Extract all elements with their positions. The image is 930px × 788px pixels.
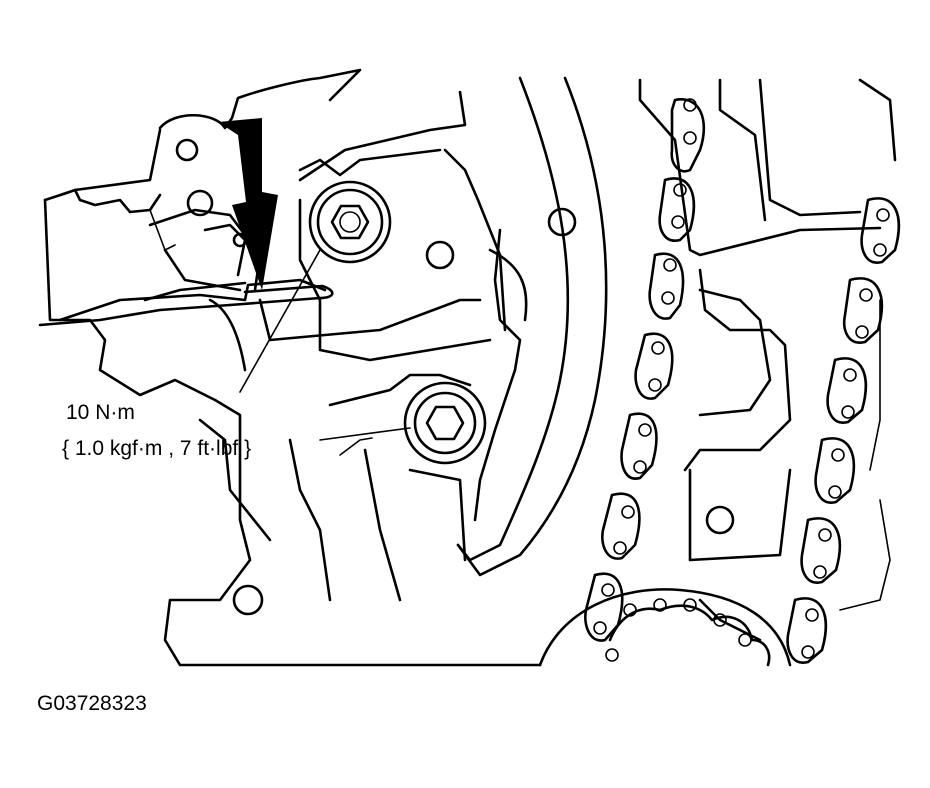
leader-lines [239,249,411,456]
mounting-holes [175,138,735,616]
torque-spec-metric: 10 N·m [66,401,135,424]
lower-bolt [403,381,487,465]
timing-chain [538,98,900,667]
torque-spec-converted: { 1.0 kgf·m , 7 ft·lbf } [62,437,252,460]
engine-housing [43,68,542,667]
upper-bolt [308,180,392,264]
chain-tensioner [38,208,334,372]
figure-id: G03728323 [37,692,147,715]
cylinder-block-structure [638,78,897,642]
chain-guide [456,76,608,577]
arrow-icon [218,118,278,290]
